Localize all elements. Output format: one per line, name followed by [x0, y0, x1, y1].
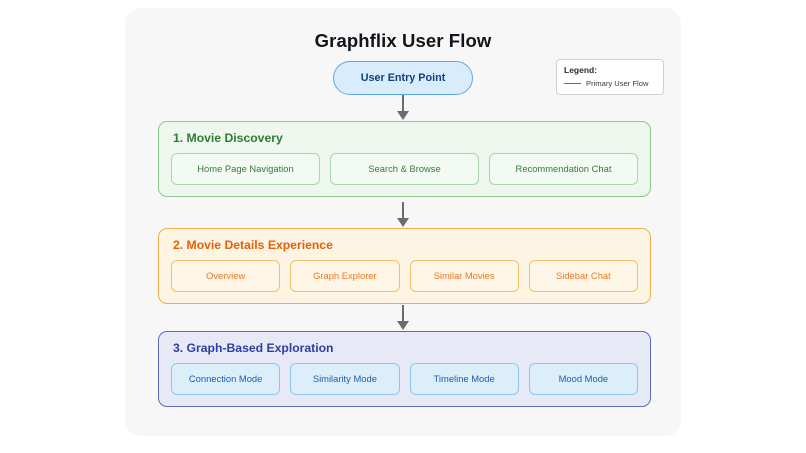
node-similarity-mode[interactable]: Similarity Mode — [290, 363, 400, 395]
section-heading: 3. Graph-Based Exploration — [173, 341, 334, 355]
node-graph-explorer[interactable]: Graph Explorer — [290, 260, 400, 292]
node-row: Connection Mode Similarity Mode Timeline… — [171, 363, 638, 395]
node-sidebar-chat[interactable]: Sidebar Chat — [528, 260, 638, 292]
connector-entry-to-movie-discovery — [396, 95, 410, 121]
connector-movie-discovery-to-movie-details — [396, 202, 410, 228]
section-movie-discovery: 1. Movie Discovery Home Page Navigation … — [158, 121, 651, 197]
node-mood-mode[interactable]: Mood Mode — [528, 363, 638, 395]
node-connection-mode[interactable]: Connection Mode — [171, 363, 281, 395]
legend-title: Legend: — [564, 65, 598, 75]
connector-line — [402, 95, 404, 113]
legend: Legend: Primary User Flow — [556, 59, 664, 95]
legend-item-primary-user-flow: Primary User Flow — [564, 79, 656, 88]
connector-line — [402, 305, 404, 323]
section-heading: 2. Movie Details Experience — [173, 238, 333, 252]
page-title: Graphflix User Flow — [314, 30, 492, 51]
arrowhead-icon — [397, 111, 409, 120]
node-timeline-mode[interactable]: Timeline Mode — [409, 363, 519, 395]
node-similar-movies[interactable]: Similar Movies — [409, 260, 519, 292]
section-movie-details-experience: 2. Movie Details Experience Overview Gra… — [158, 228, 651, 304]
connector-movie-details-to-graph-exploration — [396, 305, 410, 331]
legend-item-label: Primary User Flow — [586, 79, 649, 88]
diagram-canvas: Graphflix User Flow Legend: Primary User… — [125, 8, 681, 436]
section-heading: 1. Movie Discovery — [173, 131, 283, 145]
legend-line-icon — [564, 83, 581, 84]
node-row: Home Page Navigation Search & Browse Rec… — [171, 153, 638, 185]
node-recommendation-chat[interactable]: Recommendation Chat — [489, 153, 638, 185]
arrowhead-icon — [397, 218, 409, 227]
arrowhead-icon — [397, 321, 409, 330]
section-graph-based-exploration: 3. Graph-Based Exploration Connection Mo… — [158, 331, 651, 407]
node-overview[interactable]: Overview — [171, 260, 281, 292]
connector-line — [402, 202, 404, 220]
node-row: Overview Graph Explorer Similar Movies S… — [171, 260, 638, 292]
node-search-and-browse[interactable]: Search & Browse — [330, 153, 479, 185]
node-home-page-navigation[interactable]: Home Page Navigation — [171, 153, 320, 185]
node-user-entry-point[interactable]: User Entry Point — [333, 61, 473, 95]
